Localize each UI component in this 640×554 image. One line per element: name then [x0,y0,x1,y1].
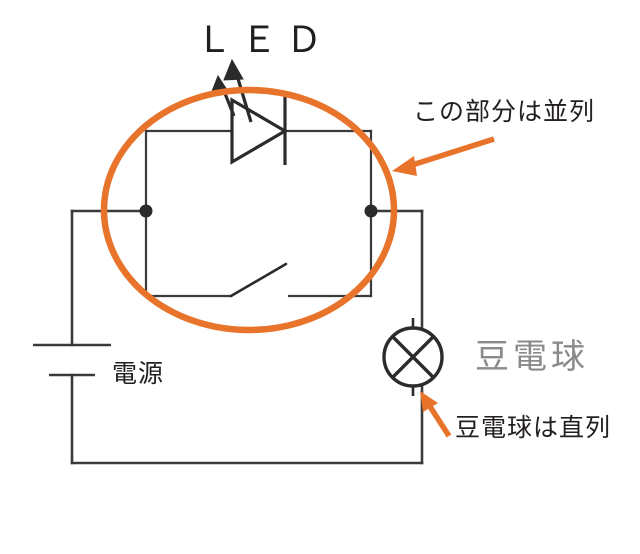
lamp-symbol [382,318,444,396]
switch-lever [229,262,288,298]
lamp-cross-stroke-2 [391,335,435,379]
parallel-block-wires [144,129,373,298]
junction-left-dot [139,204,153,218]
junction-dots [139,204,378,218]
series-callout-arrow [420,391,452,438]
led-triangle [230,97,289,165]
led-emission-arrow-long [223,58,253,123]
parallel-highlight-ellipse [100,86,398,334]
parallel-annotation-label: この部分は並列 [413,99,596,126]
series-annotation-label: 豆電球は直列 [455,415,612,442]
switch-symbol [229,262,288,298]
bulb-label: 豆電球 [475,339,589,376]
power-source-label: 電源 [112,361,165,388]
junction-right-dot [364,204,378,218]
led-label: ＬＥＤ [196,20,332,60]
parallel-callout-arrow [392,136,495,176]
outer-circuit-wires [70,209,424,465]
led-symbol [210,58,289,165]
battery-symbol [33,343,111,377]
